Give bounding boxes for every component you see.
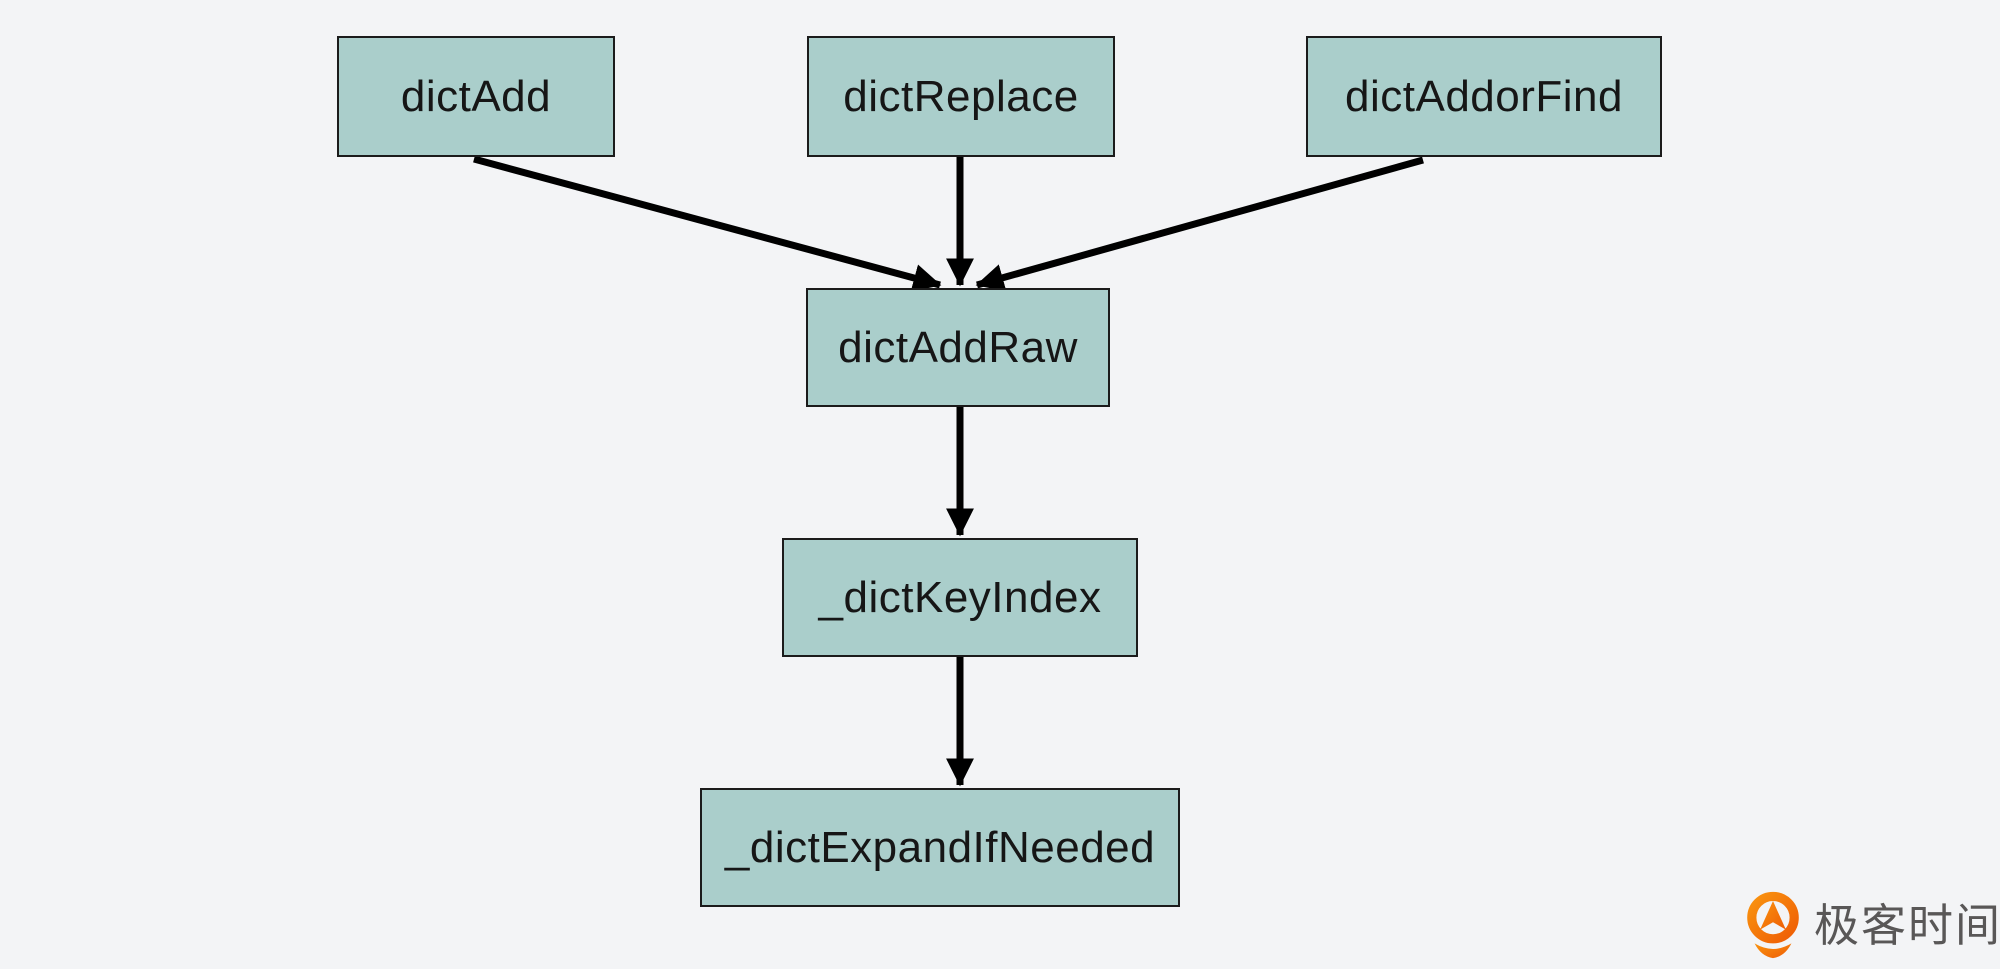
geektime-logo-icon	[1747, 891, 1799, 959]
geektime-logo: 极客时间	[1742, 890, 2000, 960]
edge-dictAdd-to-dictAddRaw	[473, 155, 942, 292]
logo-arrow	[1760, 901, 1786, 930]
logo-smile	[1754, 943, 1792, 959]
node-dictAdd: dictAdd	[337, 36, 615, 157]
node-dictAddRaw: dictAddRaw	[806, 288, 1110, 407]
logo-ring	[1747, 891, 1799, 944]
node-_dictExpandIfNeeded: _dictExpandIfNeeded	[700, 788, 1180, 907]
node-_dictKeyIndex: _dictKeyIndex	[782, 538, 1138, 657]
node-dictAddorFind: dictAddorFind	[1306, 36, 1662, 157]
edge-dictAddorFind-to-dictAddRaw	[975, 156, 1424, 292]
node-dictReplace: dictReplace	[807, 36, 1115, 157]
geektime-logo-text: 极客时间	[1814, 899, 2000, 951]
